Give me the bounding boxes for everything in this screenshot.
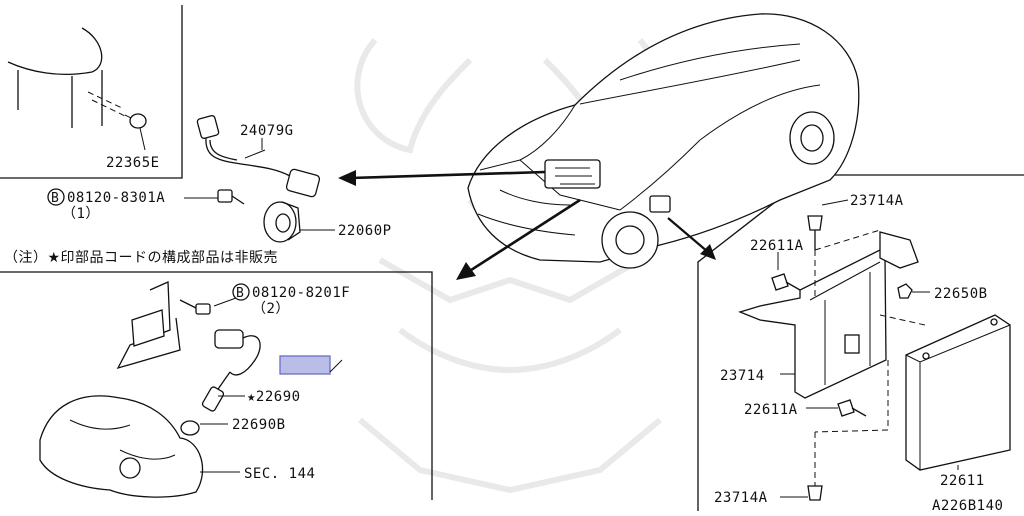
knock-sensor-group: 24079G 22060P B 08120-8301A （1） (47, 115, 392, 243)
qty-08120-8301A: （1） (62, 206, 100, 222)
label-22650B: 22650B (934, 286, 988, 302)
label-sec-144: SEC. 144 (244, 466, 315, 482)
label-23714A-bottom: 23714A (714, 490, 768, 506)
bolt-symbol-a (47, 188, 65, 206)
diagram-code: A226B140 (932, 498, 1003, 511)
label-08120-8301A: 08120-8301A (67, 190, 165, 206)
label-22690B: 22690B (232, 417, 286, 433)
bolt-symbol-f-text: B (236, 286, 244, 301)
label-22060P: 22060P (338, 223, 392, 239)
qty-08120-8201F: （2） (252, 301, 290, 317)
bolt-symbol-a-text: B (51, 191, 59, 206)
label-24079G: 24079G (240, 123, 294, 139)
note-text: （注）★印部品コードの構成部品は非販売 (4, 250, 278, 266)
car-illustration (467, 13, 860, 269)
label-22611A-lower: 22611A (744, 402, 798, 418)
bolt-symbol-f (232, 283, 250, 301)
highlight-box (279, 355, 331, 375)
label-23714: 23714 (720, 368, 765, 384)
panel-frames (0, 5, 1024, 511)
label-22690: ★22690 (247, 389, 301, 405)
label-22611A-left: 22611A (750, 238, 804, 254)
pointer-arrows (338, 170, 716, 280)
o2-sensor-group: B 08120-8201F （2） ★22690 22690B SEC. 144 (39, 281, 350, 498)
label-23714A-top: 23714A (850, 193, 904, 209)
label-22611: 22611 (940, 473, 985, 489)
ecu-group: 23714A 22611A 23714 22650B 22611A (714, 193, 1011, 514)
label-08120-8201F: 08120-8201F (252, 285, 350, 301)
label-22365E: 22365E (106, 155, 160, 171)
clip-inset: 22365E (7, 27, 160, 171)
